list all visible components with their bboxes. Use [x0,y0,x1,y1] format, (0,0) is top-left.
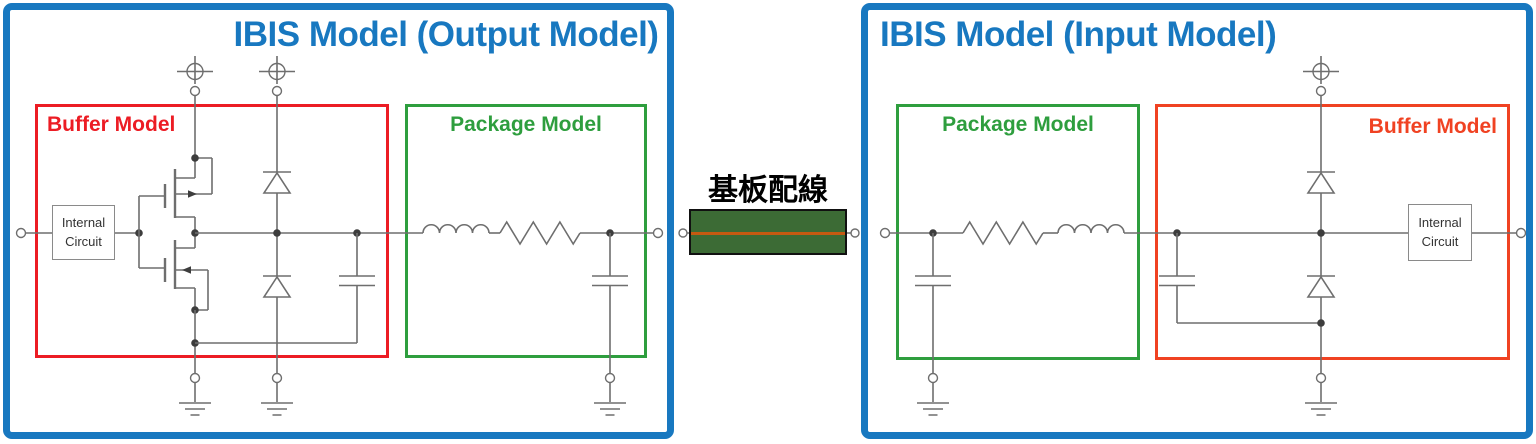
copper-trace-line [691,232,845,235]
input-internal-circuit-block: Internal Circuit [1408,204,1472,261]
output-model-title: IBIS Model (Output Model) [233,15,659,54]
ibis-output-model-panel [3,3,674,439]
input-buffer-model-label: Buffer Model [1368,115,1497,138]
output-buffer-model-box: Buffer Model [35,104,389,358]
pcb-trace-graphic [689,209,847,255]
ibis-input-model-panel [861,3,1533,439]
input-package-model-label: Package Model [942,113,1094,136]
input-package-model-box: Package Model [896,104,1140,360]
input-model-title: IBIS Model (Input Model) [880,15,1277,54]
output-package-model-box: Package Model [405,104,647,358]
output-internal-circuit-block: Internal Circuit [52,205,115,260]
output-buffer-model-label: Buffer Model [47,113,176,136]
board-wiring-label: 基板配線 [708,174,828,207]
output-package-model-label: Package Model [450,113,602,136]
